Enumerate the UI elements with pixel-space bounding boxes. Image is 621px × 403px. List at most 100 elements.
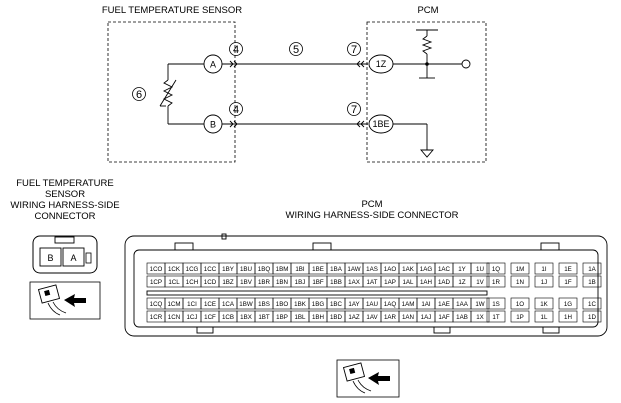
pcm-pin-label: 1AV <box>366 314 378 321</box>
pcm-pin-label: 1BT <box>258 314 270 321</box>
pcm-pin-label: 1BV <box>240 279 253 286</box>
pcm-pin-label: 1BR <box>258 279 271 286</box>
pcm-pin-cell <box>582 262 602 275</box>
pcm-pin-label: 1BI <box>295 266 305 273</box>
pcm-pin-label: 1BD <box>330 314 343 321</box>
pcm-pin-cell <box>558 275 578 288</box>
resistor-mark-circle <box>132 87 146 101</box>
pcm-pin-label: 1BF <box>312 279 324 286</box>
pcm-pin-label: 1W <box>475 301 484 308</box>
pcm-pin-cell <box>534 262 554 275</box>
pcm-internal-circuit <box>393 29 462 158</box>
wire-mark-circle-4 <box>347 102 361 116</box>
pcm-pin-label: 1AR <box>384 314 397 321</box>
pcm-pin-label: 1CL <box>168 279 180 286</box>
wire-mark-circle-2 <box>347 42 361 56</box>
pcm-pin-label: 1K <box>540 301 548 308</box>
pcm-pin-cell <box>582 310 602 323</box>
sensor-title: FUEL TEMPERATURE SENSOR <box>102 5 242 16</box>
wires <box>222 60 368 128</box>
pcm-pin-label: 1AL <box>402 279 414 286</box>
pcm-pin-label: 1CA <box>222 301 235 308</box>
pcm-pin-label: 1E <box>564 266 572 273</box>
pcm-pin-cell <box>486 262 506 275</box>
resistor-mark: 6 <box>136 89 142 101</box>
connector-view-icon <box>29 281 101 320</box>
pcm-pin-label: 1AZ <box>348 314 360 321</box>
sensor-connector-label: FUEL TEMPERATURE SENSOR WIRING HARNESS-S… <box>10 178 119 222</box>
sensor-pin-a-label: A <box>210 60 216 70</box>
pcm-pin-label: 1P <box>516 314 524 321</box>
pcm-pin-label: 1BW <box>239 301 253 308</box>
pcm-pin-label: 1AD <box>438 279 451 286</box>
pcm-pin-cell <box>470 275 490 288</box>
pcm-pin-label: 1BA <box>330 266 343 273</box>
pcm-junction-dot <box>425 62 429 66</box>
thermistor-symbol <box>159 63 204 125</box>
pcm-connector-body <box>124 233 608 337</box>
pcm-pin-cell <box>486 310 506 323</box>
pcm-pin-label: 1AJ <box>421 314 432 321</box>
pcm-pin-label: 1L <box>541 314 548 321</box>
pcm-pin-label: 1BY <box>222 266 234 273</box>
harness-mark: 5 <box>293 44 299 56</box>
pcm-pin-label: 1CG <box>186 266 199 273</box>
pcm-pin-label: 1CH <box>186 279 198 286</box>
pcm-pin-label: 1CJ <box>186 314 197 321</box>
wire-mark-2: 7 <box>351 44 357 56</box>
pcm-pin-label: 1BN <box>276 279 288 286</box>
pcm-pin-label: 1AE <box>438 301 450 308</box>
pcm-pin-label: 1BB <box>330 279 342 286</box>
pcm-pin-cell <box>470 310 490 323</box>
pcm-pin-label: 1M <box>516 266 525 273</box>
pcm-pin-label: 1A <box>588 266 596 273</box>
pcm-pin-label: 1O <box>516 301 524 308</box>
pcm-pin-label: 1I <box>541 266 546 273</box>
pcm-pin-label: 1S <box>492 301 500 308</box>
pcm-connector-label-line2: WIRING HARNESS-SIDE CONNECTOR <box>286 210 459 221</box>
pcm-connector-label-line1: PCM <box>361 199 382 210</box>
pcm-pin-label: 1CD <box>204 279 217 286</box>
pcm-pin-label: 1AU <box>366 301 378 308</box>
pcm-pin-label: 1R <box>492 279 500 286</box>
pcm-pin-label: 1D <box>588 314 596 321</box>
pcm-pin-label: 1Y <box>458 266 466 273</box>
pcm-pin-cell <box>582 297 602 310</box>
pcm-pin-cell <box>470 262 490 275</box>
pcm-pin-cell <box>510 275 530 288</box>
wire-mark-1: 4 <box>233 44 239 56</box>
pcm-pin-label: 1AK <box>402 266 415 273</box>
sensor-connector-label-line2: SENSOR <box>45 189 85 200</box>
sensor-connector-pin-a: A <box>70 253 76 263</box>
pcm-pin-label: 1BP <box>276 314 288 321</box>
pcm-pin-label: 1AM <box>402 301 415 308</box>
pcm-pin-label: 1U <box>476 266 484 273</box>
pcm-pin-cell <box>510 310 530 323</box>
pcm-pin-cell <box>470 297 490 310</box>
pcm-pin-1z-label: 1Z <box>376 59 387 69</box>
pcm-pin-cell <box>558 310 578 323</box>
pcm-pin-cell <box>510 297 530 310</box>
pcm-pin-cell <box>486 275 506 288</box>
pcm-pin-cell <box>510 262 530 275</box>
pcm-pin-cell <box>486 297 506 310</box>
pcm-pin-label: 1CO <box>150 266 163 273</box>
pcm-pin-label: 1CK <box>168 266 181 273</box>
pcm-pin-label: 1CE <box>204 301 216 308</box>
pcm-pin-label: 1N <box>516 279 524 286</box>
pcm-pin-label: 1BE <box>312 266 324 273</box>
pcm-pin-label: 1Q <box>492 266 500 273</box>
pcm-pin-cell <box>534 297 554 310</box>
pcm-pin-label: 1AH <box>420 279 432 286</box>
pcm-pin-label: 1G <box>564 301 572 308</box>
pcm-pin-label: 1Z <box>458 279 465 286</box>
sensor-connector-label-line4: CONNECTOR <box>34 211 95 222</box>
pcm-pin-label: 1J <box>541 279 548 286</box>
pcm-pin-label: 1CM <box>167 301 180 308</box>
pcm-pin-label: 1BX <box>240 314 252 321</box>
pcm-pin-cell <box>534 310 554 323</box>
pcm-pin-label: 1AP <box>384 279 396 286</box>
pcm-pin-cell <box>558 262 578 275</box>
